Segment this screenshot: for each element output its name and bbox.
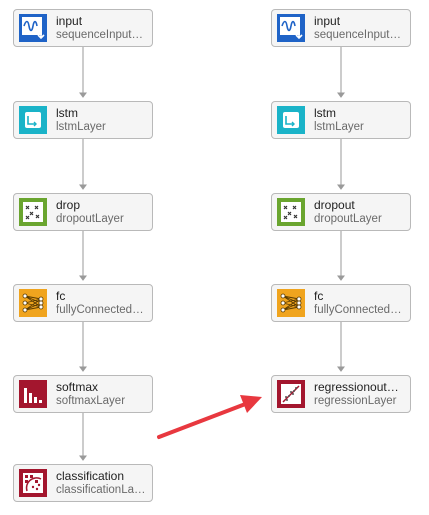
edge-right-3-head xyxy=(337,275,345,281)
node-type: dropoutLayer xyxy=(314,213,382,225)
dropout-icon xyxy=(277,198,305,226)
edge-left-4-head xyxy=(79,366,87,372)
node-name: fc xyxy=(56,289,66,303)
node-name: regressionout… xyxy=(314,380,399,394)
node-left-drop[interactable]: drop dropoutLayer xyxy=(13,193,153,231)
node-type: classificationLa… xyxy=(56,484,146,496)
fully-connected-icon xyxy=(277,289,305,317)
edge-left-1-head xyxy=(79,92,87,98)
node-left-lstm[interactable]: lstm lstmLayer xyxy=(13,101,153,139)
node-left-fc[interactable]: fc fullyConnected… xyxy=(13,284,153,322)
edge-right-2-head xyxy=(337,184,345,190)
node-name: lstm xyxy=(56,106,78,120)
node-left-softmax[interactable]: softmax softmaxLayer xyxy=(13,375,153,413)
node-name: dropout xyxy=(314,198,355,212)
node-type: regressionLayer xyxy=(314,395,397,407)
node-name: input xyxy=(314,14,341,28)
red-annotation-arrow xyxy=(157,395,262,439)
node-type: sequenceInput… xyxy=(314,29,401,41)
edge-left-2-head xyxy=(79,184,87,190)
node-name: drop xyxy=(56,198,81,212)
edge-left-3-head xyxy=(79,275,87,281)
regression-icon xyxy=(277,380,305,408)
node-name: input xyxy=(56,14,83,28)
edge-right-4-head xyxy=(337,366,345,372)
node-type: fullyConnected… xyxy=(314,304,402,316)
classification-icon xyxy=(19,469,47,497)
softmax-icon xyxy=(19,380,47,408)
node-right-lstm[interactable]: lstm lstmLayer xyxy=(271,101,411,139)
node-name: classification xyxy=(56,469,125,483)
edge-right-1-head xyxy=(337,92,345,98)
node-left-input[interactable]: input sequenceInput… xyxy=(13,9,153,47)
node-type: sequenceInput… xyxy=(56,29,143,41)
node-right-fc[interactable]: fc fullyConnected… xyxy=(271,284,411,322)
node-right-input[interactable]: input sequenceInput… xyxy=(271,9,411,47)
node-right-regression[interactable]: regressionout… regressionLayer xyxy=(271,375,411,413)
node-type: fullyConnected… xyxy=(56,304,144,316)
lstm-icon xyxy=(277,106,305,134)
node-type: lstmLayer xyxy=(314,121,364,133)
dropout-icon xyxy=(19,198,47,226)
node-name: fc xyxy=(314,289,324,303)
fully-connected-icon xyxy=(19,289,47,317)
sequence-input-icon xyxy=(277,14,305,42)
node-left-classification[interactable]: classification classificationLa… xyxy=(13,464,153,502)
node-name: softmax xyxy=(56,380,99,394)
node-type: dropoutLayer xyxy=(56,213,124,225)
node-type: softmaxLayer xyxy=(56,395,126,407)
node-type: lstmLayer xyxy=(56,121,106,133)
node-right-dropout[interactable]: dropout dropoutLayer xyxy=(271,193,411,231)
sequence-input-icon xyxy=(19,14,47,42)
edge-left-5-head xyxy=(79,455,87,461)
node-name: lstm xyxy=(314,106,336,120)
lstm-icon xyxy=(19,106,47,134)
